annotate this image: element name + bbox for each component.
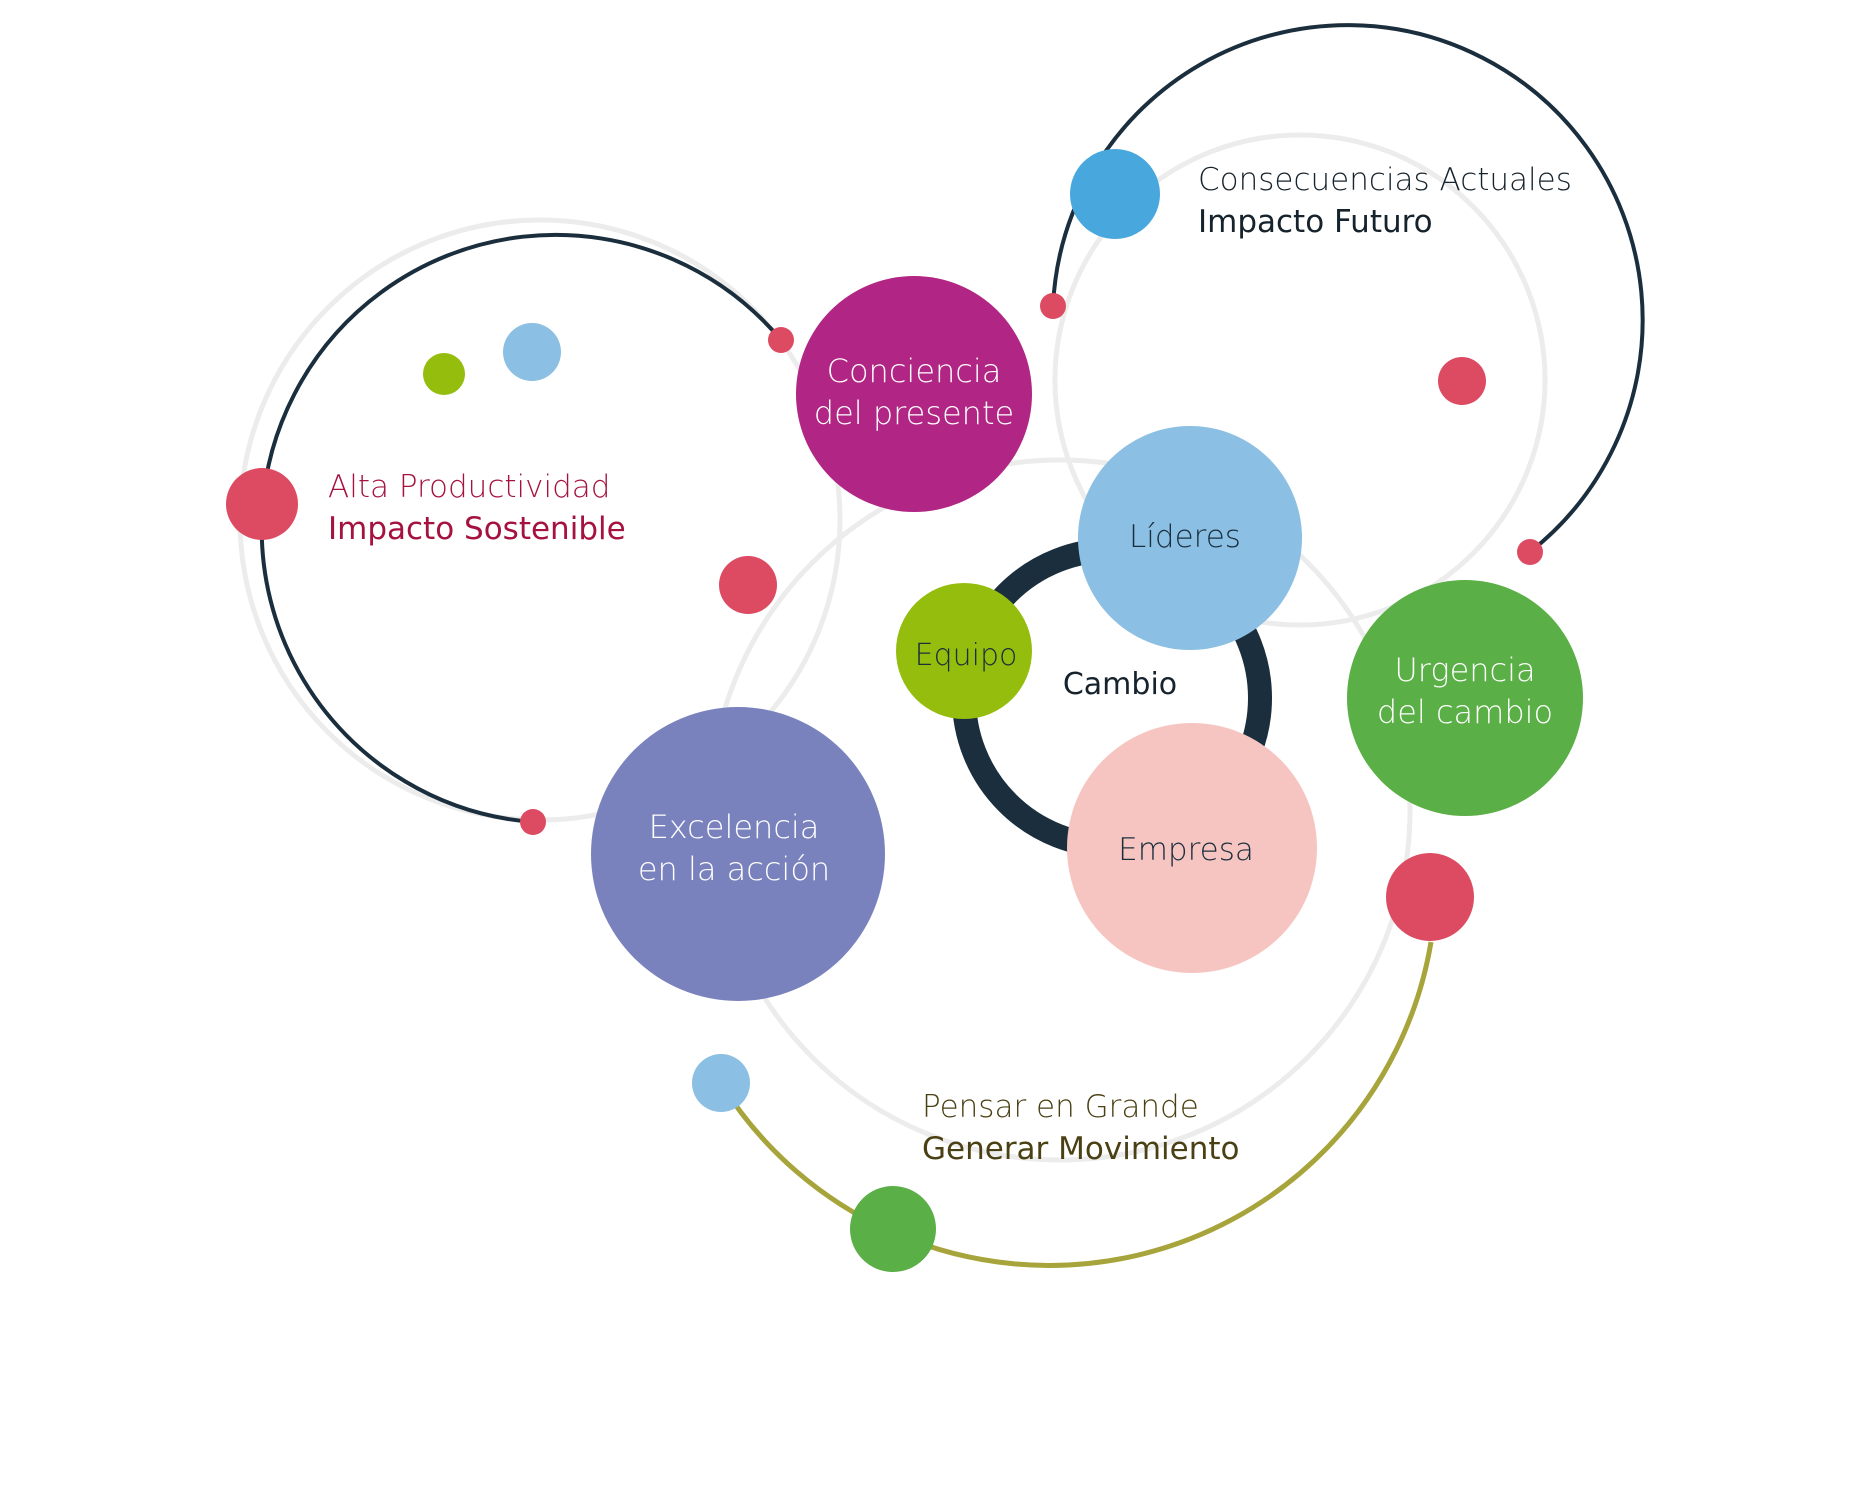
pillar-label-line2: en la acción bbox=[638, 850, 830, 888]
accent-dot bbox=[503, 323, 561, 381]
annotation-line1: Alta Productividad bbox=[328, 469, 610, 505]
annotation-productividad: Alta Productividad Impacto Sostenible bbox=[328, 469, 626, 547]
left-orbit-arc bbox=[259, 232, 783, 824]
node-circle bbox=[896, 583, 1032, 719]
annotation-line2: Impacto Sostenible bbox=[328, 511, 626, 547]
pillar-circle bbox=[1347, 580, 1583, 816]
pillar-label-line2: del presente bbox=[814, 394, 1014, 432]
accent-dot bbox=[1438, 357, 1486, 405]
pillar-conciencia: Conciencia del presente bbox=[796, 276, 1032, 512]
pillar-label-line2: del cambio bbox=[1377, 693, 1553, 731]
node-circle bbox=[1067, 723, 1317, 973]
pillar-urgencia: Urgencia del cambio bbox=[1347, 580, 1583, 816]
top-right-orbit-arc bbox=[1051, 23, 1645, 554]
annotation-line2: Generar Movimiento bbox=[922, 1131, 1239, 1167]
annotation-line1: Pensar en Grande bbox=[922, 1089, 1199, 1125]
accent-dot bbox=[850, 1186, 936, 1272]
accent-dots bbox=[226, 149, 1543, 1272]
accent-dot bbox=[1386, 853, 1474, 941]
accent-dot bbox=[692, 1054, 750, 1112]
node-equipo: Equipo bbox=[896, 583, 1032, 719]
annotation-pensar: Pensar en Grande Generar Movimiento bbox=[922, 1089, 1239, 1167]
pillar-label-line1: Urgencia bbox=[1394, 651, 1535, 689]
accent-dot bbox=[1040, 293, 1066, 319]
pillar-label-line1: Conciencia bbox=[827, 352, 1002, 390]
center-label: Cambio bbox=[1063, 667, 1177, 702]
node-label: Líderes bbox=[1129, 519, 1241, 555]
pillar-circle bbox=[796, 276, 1032, 512]
annotation-consecuencias: Consecuencias Actuales Impacto Futuro bbox=[1198, 162, 1572, 240]
pillar-circle bbox=[591, 707, 885, 1001]
node-label: Empresa bbox=[1118, 832, 1254, 868]
accent-dot bbox=[423, 353, 465, 395]
node-circle bbox=[1078, 426, 1302, 650]
annotation-line1: Consecuencias Actuales bbox=[1198, 162, 1572, 198]
accent-dot bbox=[520, 809, 546, 835]
accent-dot bbox=[1070, 149, 1160, 239]
pillar-excelencia: Excelencia en la acción bbox=[591, 707, 885, 1001]
annotation-line2: Impacto Futuro bbox=[1198, 204, 1433, 240]
accent-dot bbox=[1517, 539, 1543, 565]
accent-dot bbox=[719, 556, 777, 614]
accent-dot bbox=[768, 327, 794, 353]
bottom-orbit-arc bbox=[719, 941, 1434, 1268]
node-empresa: Empresa bbox=[1067, 723, 1317, 973]
pillar-label-line1: Excelencia bbox=[649, 808, 820, 846]
faint-ring-top-right bbox=[1052, 132, 1548, 628]
accent-dot bbox=[226, 468, 298, 540]
node-lideres: Líderes bbox=[1078, 426, 1302, 650]
node-label: Equipo bbox=[915, 638, 1018, 673]
